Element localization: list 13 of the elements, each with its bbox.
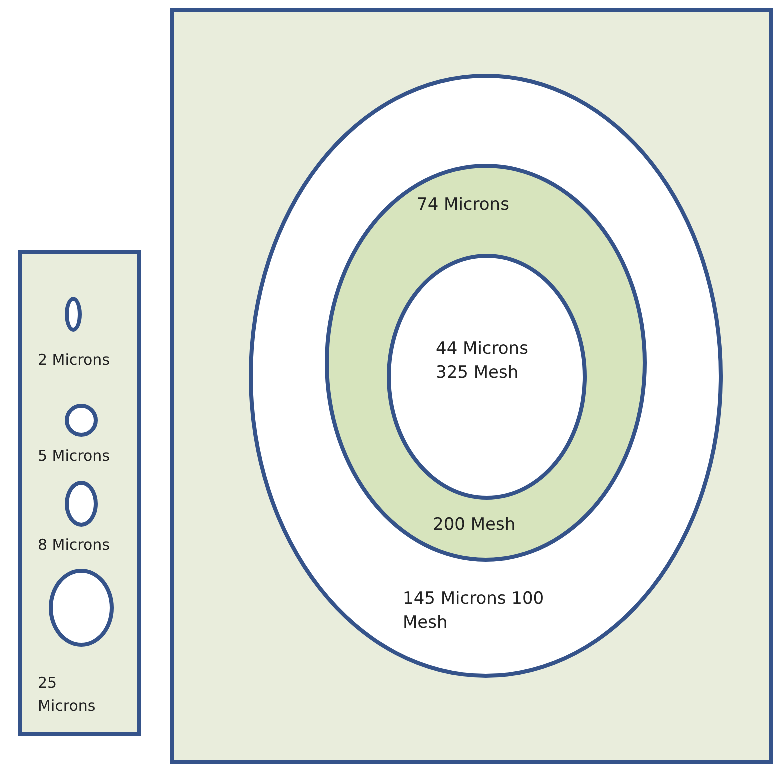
ellipse bbox=[65, 297, 82, 332]
size-label: 25 Microns bbox=[38, 673, 97, 718]
size-label: 44 Microns 325 Mesh bbox=[436, 338, 530, 385]
size-label: 5 Microns bbox=[38, 446, 112, 467]
size-label: 200 Mesh bbox=[433, 514, 517, 537]
panel bbox=[18, 250, 141, 736]
size-label: 145 Microns 100 Mesh bbox=[403, 588, 546, 635]
size-label: 2 Microns bbox=[38, 350, 112, 371]
ellipse bbox=[65, 404, 98, 437]
panel bbox=[170, 8, 773, 764]
ellipse bbox=[65, 481, 98, 527]
size-label: 8 Microns bbox=[38, 535, 112, 556]
size-label: 74 Microns bbox=[417, 194, 510, 217]
